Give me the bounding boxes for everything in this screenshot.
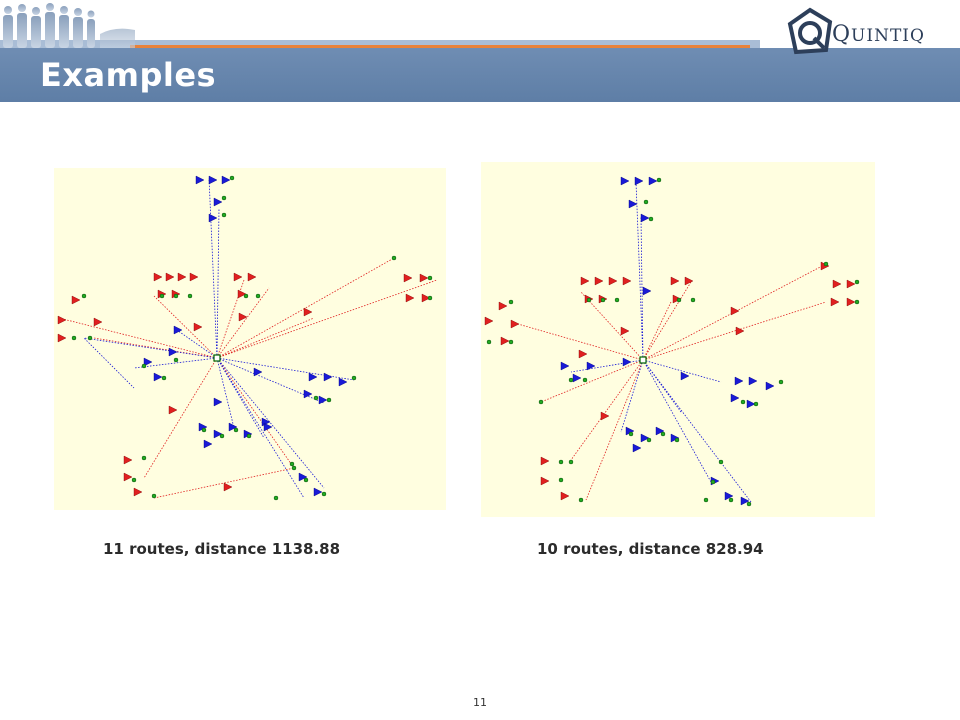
slide-title: Examples (40, 56, 217, 94)
route-map-11-routes (54, 168, 446, 510)
quintiq-logo-mark-icon (787, 7, 833, 55)
logo-wordmark-rest: UINTIQ (851, 26, 925, 46)
route-line (82, 177, 355, 499)
slide-header: Examples QUINTIQ (0, 0, 960, 104)
figure-caption-right: 10 routes, distance 828.94 (537, 540, 764, 558)
red-route-stop-markers (484, 261, 856, 501)
blue-route-stop-markers (560, 176, 775, 506)
blue-route-stop-markers (143, 175, 348, 497)
route-line (570, 181, 752, 503)
route-map-10-routes (481, 162, 875, 517)
red-route-stop-markers (57, 272, 431, 497)
header-accent-line (130, 45, 750, 48)
logo-wordmark: QUINTIQ (832, 22, 925, 47)
depot-marker (213, 354, 221, 362)
route-line (58, 257, 438, 499)
header-top-strip (0, 40, 760, 48)
depot-marker (639, 356, 647, 364)
page-number: 11 (473, 696, 487, 709)
logo-wordmark-initial: Q (832, 22, 852, 47)
header-bar (0, 48, 960, 102)
route-map-10-routes-svg (484, 176, 860, 507)
route-map-11-routes-svg (57, 175, 438, 501)
quintiq-logo: QUINTIQ (786, 6, 946, 62)
people-silhouette-icon (3, 3, 135, 48)
figure-caption-left: 11 routes, distance 1138.88 (103, 540, 341, 558)
